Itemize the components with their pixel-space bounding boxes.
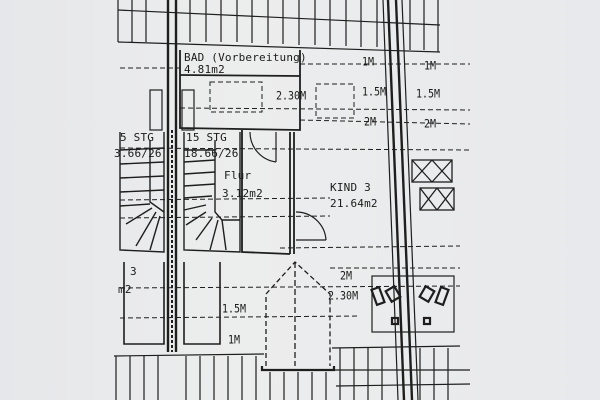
roof-rafters-top [117, 0, 441, 53]
partial-room-area: m2 [118, 283, 132, 296]
room-kind3-area: 21.64m2 [330, 197, 378, 210]
window-units [411, 159, 455, 211]
room-bad-area: 4.81m2 [184, 63, 225, 76]
dim-lower-2-30: 2.30M [328, 290, 359, 303]
dim-lower-2m: 2M [340, 270, 353, 283]
room-bad-name: BAD (Vorbereitung) [184, 51, 307, 64]
dim-lower-left-1-5: 1.5M [222, 303, 247, 316]
staircase-right [183, 132, 241, 253]
room-flur-area: 3.12m2 [222, 187, 263, 200]
partial-room-number: 3 [130, 265, 137, 278]
dim-top-mid-1m: 1M [362, 56, 375, 69]
stair-15-dims: 18.66/26 [184, 147, 239, 160]
dim-right-2m: 2M [424, 118, 437, 131]
furniture-chairs [370, 284, 450, 326]
dim-lower-left-1m: 1M [228, 334, 241, 347]
staircase-left [119, 132, 165, 253]
roof-rafters-bottom [113, 345, 471, 400]
main-walls [166, 0, 414, 400]
stair-5-label: 5 STG [120, 131, 155, 144]
dim-mid-1-5: 1.5M [362, 86, 387, 99]
stair-15-label: 15 STG [186, 131, 227, 144]
room-flur-name: Flur [224, 169, 252, 182]
dim-mid-2m: 2M [364, 116, 377, 129]
stair-5-dims: 3.66/26 [114, 147, 162, 160]
dormer [260, 261, 336, 372]
dim-top-right-1m: 1M [424, 60, 437, 73]
dim-right-1-5: 1.5M [416, 88, 441, 101]
room-kind3-name: KIND 3 [330, 181, 371, 194]
dim-bad-2-30: 2.30M [276, 90, 307, 103]
